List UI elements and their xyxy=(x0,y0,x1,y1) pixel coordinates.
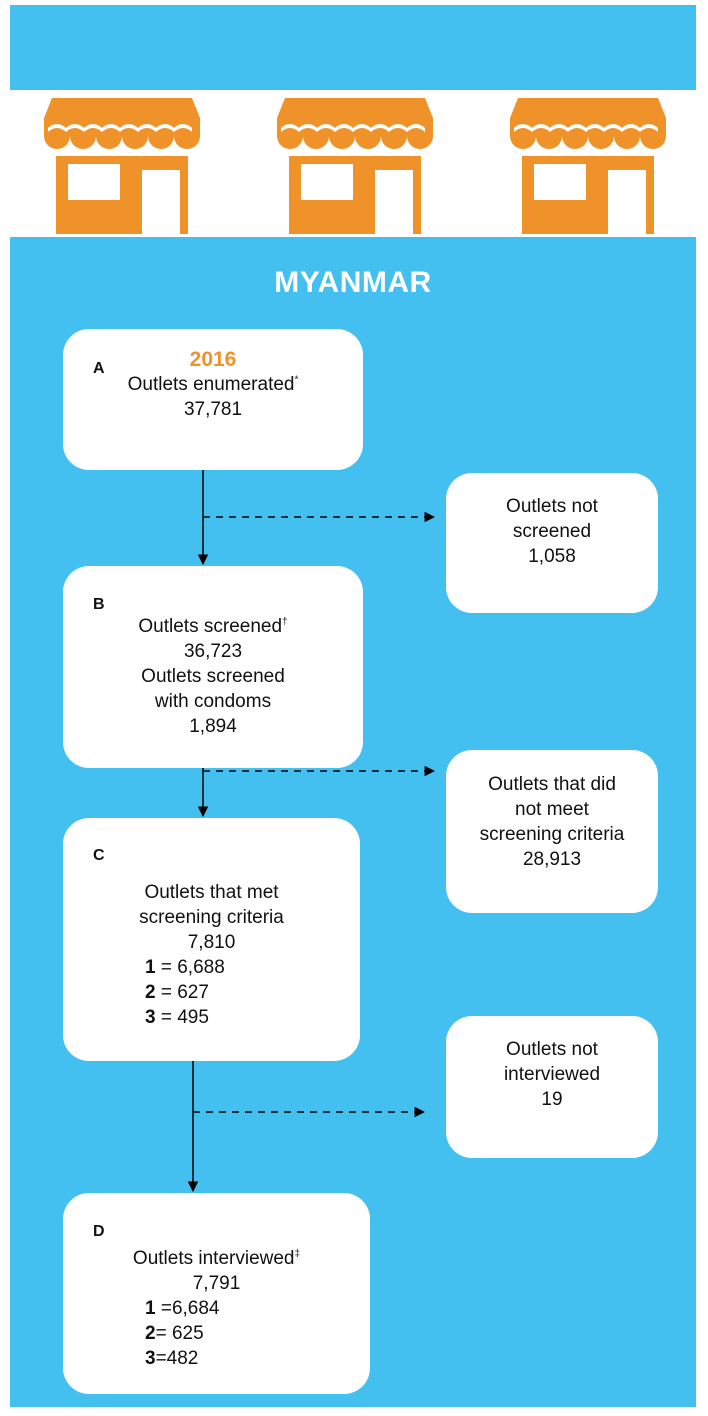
not-interviewed-value: 19 xyxy=(541,1089,563,1110)
not-screened-value: 1,058 xyxy=(528,546,576,567)
box-b-sub-label-2: with condoms xyxy=(154,691,272,712)
box-c-row-1: 1 = 6,688 xyxy=(145,957,225,978)
box-c-row-3: 3 = 495 xyxy=(145,1007,209,1028)
box-d-interviewed: D Outlets interviewed‡ 7,791 1 =6,684 2=… xyxy=(63,1193,370,1394)
box-a-letter: A xyxy=(93,360,105,377)
box-d-letter: D xyxy=(93,1223,105,1240)
box-b-screened: B Outlets screened† 36,723 Outlets scree… xyxy=(63,566,363,768)
box-c-label-1: Outlets that met xyxy=(144,882,279,903)
not-interviewed-line-2: interviewed xyxy=(503,1064,601,1085)
box-not-met-criteria: Outlets that did not meet screening crit… xyxy=(446,750,658,913)
box-d-row-3: 3=482 xyxy=(145,1348,199,1369)
box-d-row-2: 2= 625 xyxy=(145,1323,204,1344)
not-met-line-3: screening criteria xyxy=(479,824,625,845)
box-a-footnote-mark: * xyxy=(294,374,299,386)
not-met-value: 28,913 xyxy=(522,849,582,870)
box-a-label: Outlets enumerated xyxy=(127,374,295,395)
shop-icon xyxy=(44,98,200,234)
box-b-sub-value: 1,894 xyxy=(189,716,237,737)
box-c-row-2: 2 = 627 xyxy=(145,982,209,1003)
box-not-interviewed: Outlets not interviewed 19 xyxy=(446,1016,658,1158)
box-not-screened: Outlets not screened 1,058 xyxy=(446,473,658,613)
year-label: 2016 xyxy=(189,348,237,371)
not-screened-line-2: screened xyxy=(512,521,592,542)
box-a-value: 37,781 xyxy=(183,399,243,420)
box-c-met-criteria: C Outlets that met screening criteria 7,… xyxy=(63,818,360,1061)
not-screened-line-1: Outlets not xyxy=(506,496,598,517)
box-b-value: 36,723 xyxy=(183,641,243,662)
shop-icon xyxy=(277,98,433,234)
box-b-sub-label-1: Outlets screened xyxy=(141,666,285,687)
box-c-letter: C xyxy=(93,847,105,864)
box-d-row-1: 1 =6,684 xyxy=(145,1298,220,1319)
box-d-footnote-mark: ‡ xyxy=(294,1248,301,1260)
not-interviewed-line-1: Outlets not xyxy=(506,1039,598,1060)
top-banner xyxy=(10,5,696,90)
shop-icon xyxy=(510,98,666,234)
page-title: MYANMAR xyxy=(274,266,432,299)
not-met-line-2: not meet xyxy=(515,799,589,820)
box-b-label: Outlets screened xyxy=(138,616,283,637)
box-b-letter: B xyxy=(93,596,105,613)
box-b-footnote-mark: † xyxy=(282,616,288,628)
not-met-line-1: Outlets that did xyxy=(488,774,616,795)
box-d-label: Outlets interviewed xyxy=(132,1248,295,1269)
box-d-value: 7,791 xyxy=(192,1273,241,1294)
box-a-enumerated: A 2016 Outlets enumerated* 37,781 xyxy=(63,329,363,470)
box-c-label-2: screening criteria xyxy=(139,907,284,928)
box-c-value: 7,810 xyxy=(187,932,236,953)
